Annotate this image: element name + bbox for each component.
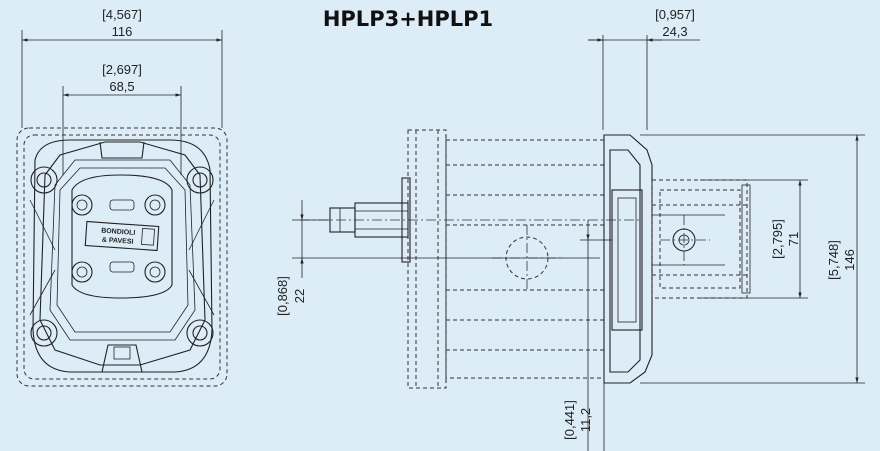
- corner-bolt-bottom-right: [186, 319, 214, 347]
- corner-bolt-top-right: [186, 166, 214, 194]
- drawing-title: HPLP3+HPLP1: [323, 7, 493, 31]
- corner-bolt-bottom-left: [30, 319, 58, 347]
- front-view: [4,567] 116 [2,697] 68,5: [16, 7, 228, 387]
- dim-width-mm: 116: [112, 24, 133, 39]
- dim-shaft-mm: 22: [292, 289, 307, 303]
- dim-port-mm: 71: [786, 232, 801, 246]
- dim-height-mm: 146: [842, 249, 857, 271]
- side-view: [0,957] 24,3: [275, 7, 865, 451]
- logo-line-2: & PAVESI: [102, 237, 134, 246]
- logo-line-1: BONDIOLI: [101, 228, 136, 237]
- dim-bottom-mm: 11,2: [578, 408, 593, 432]
- dim-width-inch: [4,567]: [102, 7, 142, 22]
- dim-bolt-inch: [2,697]: [102, 62, 142, 77]
- dim-port-inch: [2,795]: [770, 219, 785, 259]
- dim-shaft-inch: [0,868]: [275, 276, 290, 316]
- dim-bolt-mm: 68,5: [109, 79, 134, 94]
- dim-flange-mm: 24,3: [662, 24, 687, 39]
- corner-bolt-top-left: [30, 166, 58, 194]
- dim-height-inch: [5,748]: [826, 240, 841, 280]
- manufacturer-logo: BONDIOLI & PAVESI: [84, 220, 160, 252]
- dim-flange-inch: [0,957]: [655, 7, 695, 22]
- dim-bottom-inch: [0,441]: [562, 400, 577, 440]
